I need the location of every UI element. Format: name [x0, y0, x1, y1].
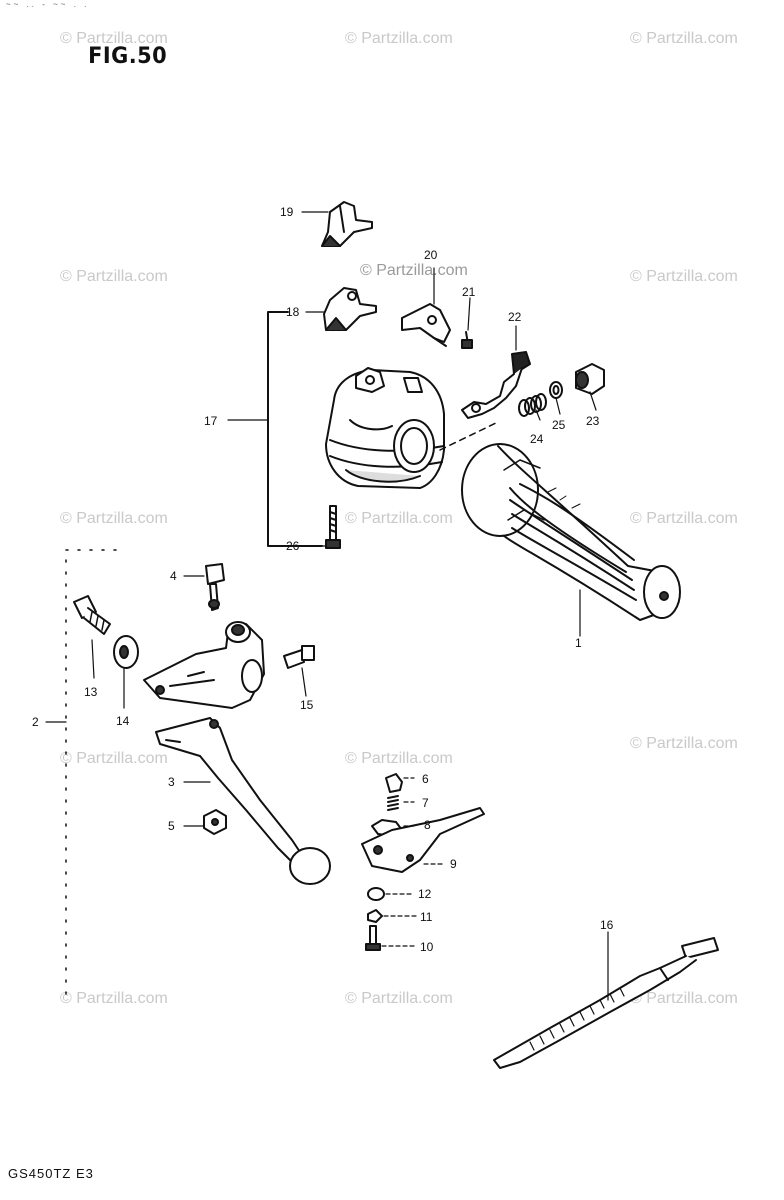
part-9-switch-body [361, 807, 485, 873]
watermark: © Partzilla.com [60, 510, 168, 527]
watermark: © Partzilla.com [60, 268, 168, 285]
lever-holder [143, 621, 265, 709]
watermark: © Partzilla.com [345, 750, 453, 767]
callout-20: 20 [424, 248, 438, 262]
bracket-17 [267, 311, 323, 547]
part-21-screw [461, 331, 473, 349]
part-7-spring [387, 795, 399, 811]
callout-17: 17 [204, 414, 218, 428]
part-25-washer [549, 381, 563, 399]
callout-19: 19 [280, 205, 294, 219]
watermark: © Partzilla.com [630, 268, 738, 285]
watermark-center: © Partzilla.com [360, 262, 468, 279]
watermark: © Partzilla.com [60, 750, 168, 767]
watermark: © Partzilla.com [630, 990, 738, 1007]
watermark: © Partzilla.com [60, 990, 168, 1007]
callout-6: 6 [422, 772, 429, 786]
part-1-grip [461, 443, 681, 621]
part-3-lever [155, 717, 331, 885]
callout-7: 7 [422, 796, 429, 810]
watermark: © Partzilla.com [60, 30, 168, 47]
callout-21: 21 [462, 285, 476, 299]
part-18-cable-guide [323, 287, 377, 331]
part-10-screw [365, 925, 381, 951]
callout-16: 16 [600, 918, 614, 932]
callout-25: 25 [552, 418, 566, 432]
watermark: © Partzilla.com [345, 30, 453, 47]
part-20-plate [401, 303, 451, 347]
top-scribble: ~~ .. - ~~ . . [6, 0, 90, 9]
part-15-screw [283, 645, 315, 669]
part-14-nut [113, 635, 139, 669]
callout-22: 22 [508, 310, 522, 324]
part-24-spring [518, 393, 547, 417]
watermark: © Partzilla.com [345, 510, 453, 527]
part-26-screw [325, 505, 341, 549]
watermark: © Partzilla.com [345, 990, 453, 1007]
callout-24: 24 [530, 432, 544, 446]
part-23-cap [575, 363, 605, 395]
figure-code: GS450TZ E3 [8, 1166, 94, 1181]
part-13-adjuster-bolt [73, 595, 111, 635]
callout-1: 1 [575, 636, 582, 650]
watermark: © Partzilla.com [630, 30, 738, 47]
callout-3: 3 [168, 775, 175, 789]
part-16-strap [493, 937, 719, 1069]
part-4-pivot-bolt [205, 563, 225, 611]
part-17-throttle-housing [325, 367, 445, 489]
watermark: © Partzilla.com [630, 510, 738, 527]
callout-8: 8 [424, 818, 431, 832]
part-12-washer [367, 887, 385, 901]
callout-23: 23 [586, 414, 600, 428]
callout-14: 14 [116, 714, 130, 728]
part-5-nut [203, 809, 227, 835]
part-19-cable-guide [321, 201, 373, 247]
callout-4: 4 [170, 569, 177, 583]
callout-10: 10 [420, 940, 434, 954]
callout-13: 13 [84, 685, 98, 699]
bracket-2 [65, 549, 117, 1001]
callout-12: 12 [418, 887, 432, 901]
callout-15: 15 [300, 698, 314, 712]
callout-26: 26 [286, 539, 300, 553]
part-11-washer [367, 909, 383, 923]
callout-5: 5 [168, 819, 175, 833]
part-22-stopper-arm [461, 351, 531, 419]
watermark: © Partzilla.com [630, 735, 738, 752]
callout-11: 11 [420, 910, 433, 924]
callout-18: 18 [286, 305, 300, 319]
alignment-dashed-line [439, 421, 499, 451]
figure-title: FIG.50 [88, 44, 168, 69]
callout-9: 9 [450, 857, 457, 871]
part-6-cap [385, 773, 403, 793]
callout-2: 2 [32, 715, 39, 729]
leader-lines [45, 211, 609, 1001]
